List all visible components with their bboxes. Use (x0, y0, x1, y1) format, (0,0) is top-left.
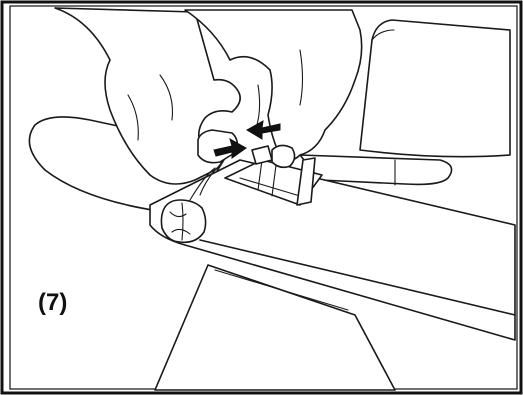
vertical-stabilizer (360, 20, 510, 157)
step-label: (7) (38, 289, 67, 316)
